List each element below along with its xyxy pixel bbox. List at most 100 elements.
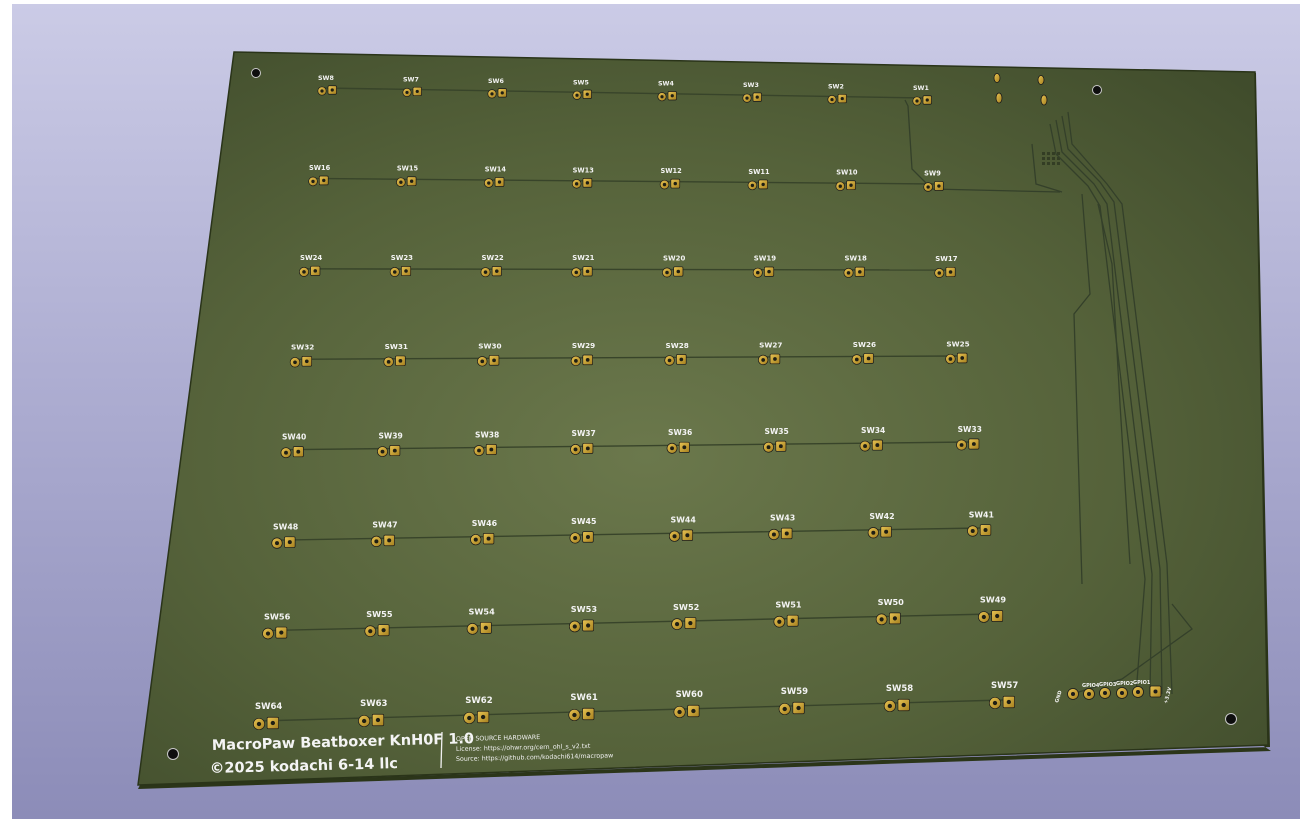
- switch-footprint: SW40: [280, 433, 306, 459]
- switch-pad-hole: [915, 99, 919, 103]
- switch-pad-hole: [572, 712, 577, 718]
- switch-refdes: SW20: [663, 254, 685, 262]
- switch-pad-hole: [293, 360, 297, 365]
- switch-pad-hole: [672, 534, 677, 539]
- source-url: Source: https://github.com/kodachi614/ma…: [456, 752, 613, 763]
- switch-refdes: SW6: [488, 78, 504, 85]
- switch-pad-hole: [572, 624, 577, 629]
- switch-refdes: SW26: [853, 340, 876, 349]
- mounting-hole: [1092, 85, 1102, 95]
- traces: [904, 99, 1193, 695]
- switch-pad-hole: [275, 541, 279, 546]
- switch-refdes: SW16: [309, 164, 331, 172]
- switch-pad-hole: [674, 622, 680, 627]
- switch-refdes: SW44: [671, 515, 697, 524]
- title-divider: [440, 731, 443, 769]
- switch-pad-hole: [477, 448, 481, 453]
- switch-pad-hole: [265, 631, 271, 636]
- switch-pad-hole: [858, 270, 862, 274]
- switch-pad-hole: [392, 448, 397, 453]
- mcu-footprint: [1042, 152, 1060, 165]
- switch-pad-hole: [667, 358, 672, 363]
- switch-footprint: SW3: [742, 82, 762, 103]
- switch-pad-hole: [875, 443, 880, 448]
- switch-pad-hole: [573, 447, 578, 452]
- switch-footprint: SW27: [757, 340, 782, 366]
- switch-footprint: SW43: [768, 514, 795, 541]
- switch-footprint: SW52: [671, 602, 699, 630]
- switch-footprint: SW34: [859, 426, 885, 452]
- switch-pad-hole: [676, 269, 681, 274]
- row-trace: [321, 87, 926, 99]
- switch-refdes: SW52: [673, 602, 699, 612]
- switch-refdes: SW49: [980, 595, 1007, 605]
- switch-footprint: SW18: [843, 255, 867, 278]
- switch-footprint: SW41: [967, 510, 994, 537]
- switch-refdes: SW12: [661, 167, 683, 175]
- switch-pad-hole: [500, 91, 504, 95]
- switch-pad-hole: [871, 530, 876, 535]
- switch-pad-hole: [665, 270, 669, 275]
- switch-pad-hole: [948, 357, 953, 361]
- switch-footprint: SW53: [568, 604, 598, 633]
- switch-footprint: SW48: [271, 522, 298, 549]
- mounting-hole: [1225, 713, 1237, 725]
- switch-footprint: SW44: [668, 515, 697, 542]
- switch-pad-hole: [585, 181, 590, 185]
- switch-footprint: SW28: [664, 341, 689, 366]
- switch-pad-hole: [492, 358, 496, 363]
- switch-refdes: SW43: [770, 514, 795, 523]
- switch-refdes: SW32: [291, 343, 314, 352]
- switch-pad-hole: [866, 356, 871, 361]
- switch-pad-hole: [574, 359, 578, 363]
- switch-footprint: SW4: [657, 81, 677, 102]
- switch-pad-hole: [330, 88, 334, 92]
- switch-refdes: SW57: [991, 681, 1018, 691]
- switch-refdes: SW39: [379, 431, 403, 440]
- switch-refdes: SW25: [946, 339, 969, 348]
- switch-refdes: SW17: [935, 255, 957, 263]
- switch-pad-hole: [585, 446, 590, 451]
- mounting-hole: [167, 748, 179, 760]
- switch-pad-hole: [849, 183, 853, 187]
- switch-footprint: SW59: [778, 687, 808, 716]
- switch-pad-hole: [688, 621, 693, 626]
- switch-pad-hole: [761, 182, 765, 187]
- switch-footprint: SW6: [487, 78, 507, 99]
- switch-footprint: SW1: [912, 85, 932, 106]
- switch-footprint: SW22: [480, 254, 504, 278]
- switch-footprint: SW55: [364, 609, 393, 638]
- switch-refdes: SW56: [264, 611, 291, 621]
- gpio1-label: GPIO1: [1133, 680, 1151, 686]
- switch-footprint: SW12: [659, 167, 683, 190]
- switch-pad-hole: [374, 539, 379, 544]
- switch-pad-hole: [892, 616, 897, 621]
- switch-pad-hole: [660, 95, 664, 99]
- switch-footprint: SW54: [466, 607, 495, 635]
- switch-refdes: SW53: [571, 604, 598, 614]
- switch-pad-hole: [287, 540, 292, 545]
- switch-refdes: SW59: [781, 687, 808, 697]
- switch-refdes: SW58: [886, 684, 913, 694]
- switch-pad-hole: [679, 357, 684, 362]
- mounting-holes: [167, 68, 1237, 760]
- switch-footprint: SW58: [883, 684, 913, 713]
- switch-footprint: SW16: [308, 164, 331, 187]
- switch-footprint: SW49: [978, 595, 1006, 623]
- switch-refdes: SW23: [391, 254, 413, 262]
- switch-pad-hole: [483, 270, 488, 274]
- switch-pad-hole: [884, 529, 889, 534]
- switch-footprint: SW23: [389, 254, 413, 277]
- switch-footprint: SW42: [867, 512, 895, 539]
- switch-refdes: SW45: [571, 517, 596, 526]
- switch-refdes: SW41: [969, 510, 994, 519]
- switch-footprint: SW62: [463, 696, 493, 725]
- gnd-label: GND: [1054, 690, 1064, 704]
- switch-footprint: SW25: [945, 339, 970, 365]
- switch-pad-hole: [970, 529, 975, 533]
- switch-refdes: SW2: [828, 84, 844, 91]
- switch-pad-hole: [937, 184, 941, 188]
- mounting-hole: [251, 68, 261, 78]
- switch-pad-hole: [304, 359, 309, 364]
